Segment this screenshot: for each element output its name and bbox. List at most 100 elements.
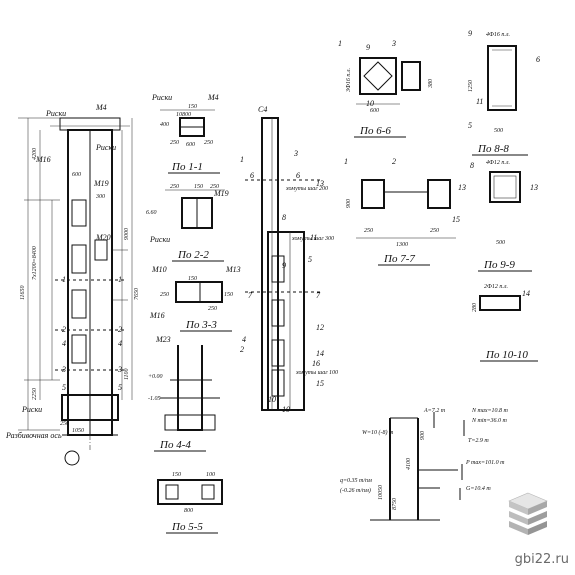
svg-text:М19: М19: [213, 189, 229, 198]
watermark: gbi22.ru: [514, 552, 569, 567]
svg-text:М23: М23: [155, 335, 171, 344]
section-4-4-title: По 4-4: [159, 439, 191, 451]
svg-text:9: 9: [282, 261, 286, 270]
section-9-9: 8 13 4Ф12 п.л. 500 По 9-9: [470, 159, 538, 272]
section-10-10-title: По 10-10: [485, 349, 528, 361]
svg-text:600: 600: [370, 108, 379, 114]
elev-cut-3b: 3: [117, 365, 122, 374]
svg-text:250: 250: [364, 228, 373, 234]
elev-cut-2b: 2: [118, 325, 122, 334]
svg-text:6: 6: [296, 171, 300, 180]
svg-text:М16: М16: [149, 311, 165, 320]
elev-cut-1b: 1: [118, 275, 122, 284]
section-6-6-title: По 6-6: [359, 125, 391, 137]
svg-text:250: 250: [210, 184, 219, 190]
svg-text:хомуты шаг 100: хомуты шаг 100: [295, 370, 338, 376]
svg-text:7: 7: [316, 291, 321, 300]
svg-text:150: 150: [188, 276, 197, 282]
svg-text:8: 8: [470, 161, 474, 170]
svg-text:Риски: Риски: [151, 93, 172, 102]
svg-text:100: 100: [206, 472, 215, 478]
svg-text:8: 8: [282, 213, 286, 222]
elev-dim-1050: 1050: [72, 428, 84, 434]
svg-text:4: 4: [242, 335, 246, 344]
svg-text:400: 400: [160, 121, 169, 128]
svg-text:800: 800: [184, 508, 193, 514]
svg-text:9: 9: [366, 43, 370, 52]
svg-text:М13: М13: [225, 265, 241, 274]
svg-text:280: 280: [472, 303, 478, 312]
svg-text:11: 11: [476, 97, 483, 106]
svg-text:10: 10: [366, 99, 374, 108]
section-1-1-title: По 1-1: [171, 161, 203, 173]
elev-dim-total: 11650: [20, 285, 26, 300]
svg-text:13: 13: [530, 183, 538, 192]
elev-mark-riski-right: Риски: [95, 143, 116, 152]
svg-text:2: 2: [240, 345, 244, 354]
svg-text:16: 16: [312, 359, 320, 368]
svg-text:P max=101.0 т: P max=101.0 т: [465, 460, 505, 466]
elev-cut-5b: 5: [118, 383, 122, 392]
svg-text:150: 150: [188, 104, 197, 110]
svg-text:4Ф12 п.л.: 4Ф12 п.л.: [486, 159, 510, 166]
load-scheme: W=10 (-8) т A=7.2 т N max=10.8 т N min=3…: [340, 408, 509, 521]
svg-text:хомуты шаг 200: хомуты шаг 200: [285, 186, 328, 192]
svg-text:380: 380: [428, 79, 434, 89]
elev-mark-m16: М16: [35, 155, 51, 164]
side-mark-c4: С4: [258, 105, 267, 114]
svg-text:13: 13: [458, 183, 466, 192]
svg-text:14: 14: [316, 349, 324, 358]
section-9-9-title: По 9-9: [483, 259, 515, 271]
svg-text:+0.00: +0.00: [148, 374, 163, 380]
section-6-6: 1 9 3 10 600 380 3Ф16 п.л. По 6-6: [338, 39, 434, 138]
svg-text:15: 15: [452, 215, 460, 224]
section-5-5: 150 800 100 По 5-5: [157, 472, 223, 534]
svg-text:250: 250: [204, 140, 213, 146]
elev-mark-riski-bottom: Риски: [21, 405, 42, 414]
section-3-3-title: По 3-3: [185, 319, 217, 331]
section-1-1: Риски М4 150 400 600 250 250 По 1-1: [151, 93, 220, 174]
section-4-4: М23 +0.00 -1.05 По 4-4: [148, 335, 220, 452]
elev-dim-4200: 4200: [31, 148, 38, 160]
svg-text:4100: 4100: [405, 458, 412, 470]
svg-text:6: 6: [536, 55, 540, 64]
svg-text:7: 7: [248, 291, 253, 300]
elev-cut-2a: 2: [62, 325, 66, 334]
elev-dim-7650: 7650: [134, 288, 140, 300]
svg-text:5: 5: [308, 255, 312, 264]
svg-text:2: 2: [392, 157, 396, 166]
svg-text:1: 1: [240, 155, 244, 164]
elev-mark-m4: М4: [95, 103, 107, 112]
svg-text:6.60: 6.60: [146, 210, 157, 216]
section-7-7: 1 2 13 15 1300 250 250 900 По 7-7: [344, 157, 466, 266]
svg-text:3Ф16 п.л.: 3Ф16 п.л.: [346, 68, 352, 93]
svg-text:150: 150: [224, 292, 233, 298]
svg-text:М10: М10: [151, 265, 167, 274]
svg-text:250: 250: [160, 292, 169, 298]
svg-text:500: 500: [496, 240, 505, 246]
elev-dim-10800: 10800: [176, 112, 191, 118]
elev-dim-1100: 1100: [124, 368, 130, 380]
svg-text:2Ф12 п.л.: 2Ф12 п.л.: [484, 284, 508, 290]
svg-text:3: 3: [293, 149, 298, 158]
section-2-2-title: По 2-2: [177, 249, 209, 261]
svg-text:1: 1: [344, 157, 348, 166]
svg-text:-1.05: -1.05: [148, 396, 161, 402]
svg-text:900: 900: [346, 199, 352, 208]
svg-text:(-0.26 т/пм): (-0.26 т/пм): [340, 487, 371, 494]
section-5-5-title: По 5-5: [171, 521, 203, 533]
svg-text:3: 3: [391, 39, 396, 48]
svg-text:14: 14: [522, 289, 530, 298]
svg-text:1: 1: [338, 39, 342, 48]
section-7-7-title: По 7-7: [383, 253, 415, 265]
elev-dim-300: 300: [95, 194, 105, 200]
svg-text:150: 150: [172, 472, 181, 478]
svg-text:хомуты шаг 300: хомуты шаг 300: [291, 236, 334, 242]
svg-text:W=10 (-8) т: W=10 (-8) т: [362, 429, 394, 436]
svg-text:М4: М4: [207, 93, 219, 102]
svg-text:5: 5: [468, 121, 472, 130]
elev-dim-2250: 2250: [32, 388, 38, 400]
svg-text:12: 12: [316, 323, 324, 332]
svg-text:4Ф16 п.л.: 4Ф16 п.л.: [486, 31, 510, 38]
